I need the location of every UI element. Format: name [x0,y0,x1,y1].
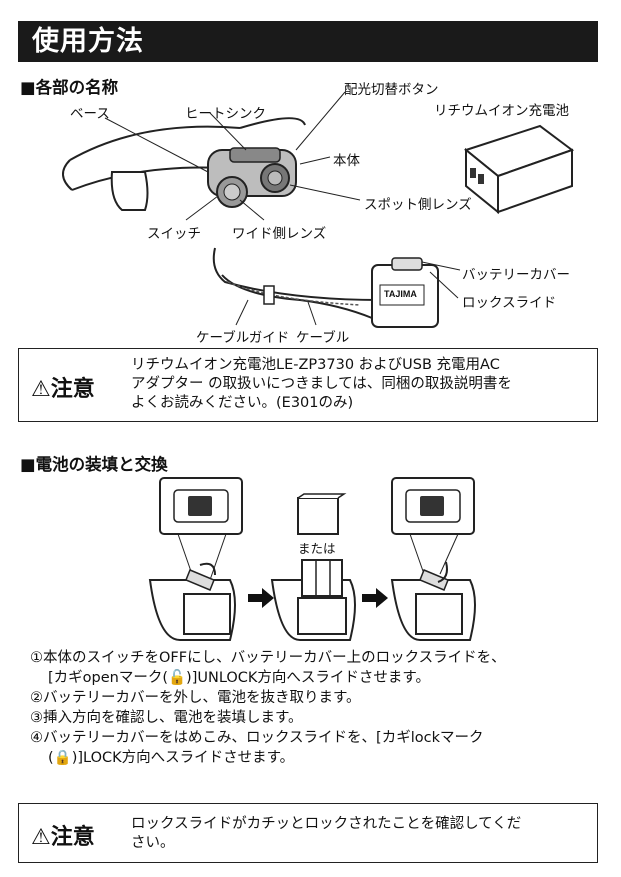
step-1-line-1: ①本体のスイッチをOFFにし、バッテリーカバー上のロックスライドを、 [30,650,506,666]
step-4-line-2: (🔒)]LOCK方向へスライドさせます。 [48,750,295,766]
caution-text-2: ロックスライドがカチッとロックされたことを確認してくだ さい。 [131,816,522,851]
step-2: ②バッテリーカバーを外し、電池を抜き取ります。 [30,690,361,706]
label-heat-sink: ヒートシンク [185,106,266,122]
caution-box-2: ⚠注意 ロックスライドがカチッとロックされたことを確認してくだ さい。 [18,803,598,863]
caution-label-1: ⚠注意 [31,377,95,402]
step-3: ③挿入方向を確認し、電池を装填します。 [30,710,303,726]
parts-heading: ■各部の名称 [20,78,119,97]
label-base: ベース [70,106,110,122]
warning-icon: ⚠ [31,377,51,402]
label-lock-slide: ロックスライド [462,295,557,311]
battery-heading: ■電池の装填と交換 [20,455,168,474]
label-cable: ケーブル [296,330,350,346]
caution-box-1: ⚠注意 リチウムイオン充電池LE-ZP3730 およびUSB 充電用AC アダプ… [18,348,598,422]
caution-text-1: リチウムイオン充電池LE-ZP3730 およびUSB 充電用AC アダプター の… [131,357,512,411]
caution-label-2: ⚠注意 [31,825,95,850]
logo-tajima: TAJIMA [384,289,417,299]
step-4-line-1: ④バッテリーカバーをはめこみ、ロックスライドを、[カギlockマーク [30,730,484,746]
step-1-line-2: [カギopenマーク(🔓)]UNLOCK方向へスライドさせます。 [48,670,430,686]
or-label: または [298,541,336,556]
warning-icon: ⚠ [31,825,51,850]
label-light-switch-button: 配光切替ボタン [344,82,439,98]
label-battery-cover: バッテリーカバー [462,267,570,283]
label-wide-lens: ワイド側レンズ [232,226,327,242]
label-spot-lens: スポット側レンズ [364,197,472,213]
label-cable-guide: ケーブルガイド [196,330,290,346]
page-title: 使用方法 [18,21,598,62]
label-body: 本体 [333,153,360,169]
label-switch: スイッチ [147,226,201,242]
label-battery: リチウムイオン充電池 [434,103,569,119]
steps-list: ①本体のスイッチをOFFにし、バッテリーカバー上のロックスライドを、 [カギop… [30,648,506,768]
